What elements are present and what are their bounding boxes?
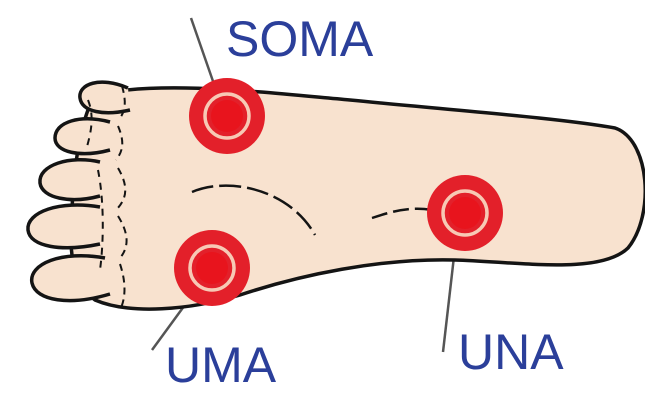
uma-label: UMA — [165, 340, 276, 390]
soma-label: SOMA — [226, 14, 373, 64]
toe-fifth — [32, 256, 110, 301]
una-point-marker — [427, 175, 503, 251]
soma-point-marker — [189, 78, 265, 154]
toe-third — [40, 160, 100, 200]
una-label: UNA — [458, 327, 564, 377]
toe-fourth — [28, 205, 100, 248]
toe-second — [55, 119, 110, 154]
foot-sole — [71, 88, 645, 309]
uma-point-marker — [174, 230, 250, 306]
